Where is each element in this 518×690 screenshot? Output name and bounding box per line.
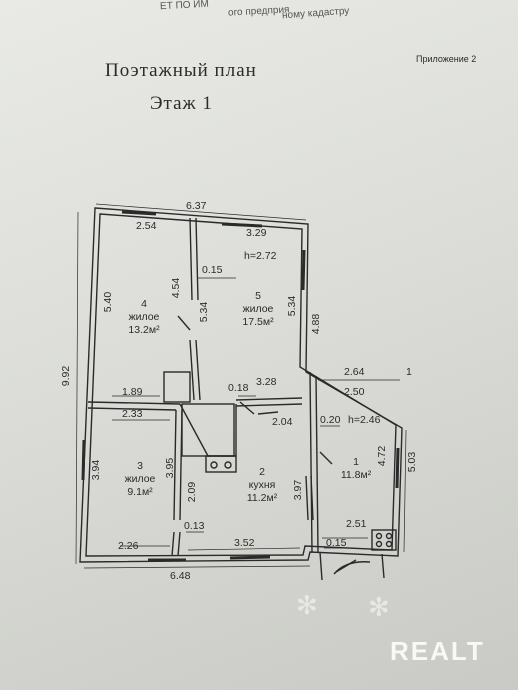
- partition: [235, 403, 303, 407]
- partition: [195, 217, 199, 301]
- dim-annex-thk: 0.20: [320, 414, 341, 426]
- dim-bottom-total: 6.48: [170, 570, 191, 582]
- partition: [189, 339, 195, 401]
- sink-drain: [375, 532, 383, 540]
- dim-stair: 2.04: [272, 416, 293, 428]
- door-swing: [333, 561, 371, 575]
- dim-r2-bottom: 3.52: [234, 537, 255, 549]
- dim-top-total: 6.37: [186, 200, 207, 212]
- partition: [87, 407, 177, 411]
- window: [81, 439, 86, 481]
- stair: [179, 403, 237, 457]
- partition: [173, 409, 177, 521]
- window: [121, 210, 157, 216]
- dim-r5-right: 5.34: [286, 295, 299, 317]
- partition: [189, 217, 193, 301]
- dim-r3-thk: 0.13: [184, 520, 205, 532]
- door-swing: [257, 411, 279, 415]
- sink-drain: [385, 532, 393, 540]
- dim-r4-top: 2.54: [136, 220, 157, 232]
- partition: [177, 531, 181, 557]
- annex-label: 1: [406, 366, 412, 378]
- dim-r4-left: 5.40: [102, 291, 115, 313]
- page-title: Поэтажный план: [105, 60, 257, 81]
- dim-r3-left: 3.94: [90, 459, 103, 481]
- partition: [305, 475, 309, 521]
- oven: [181, 403, 235, 457]
- floor-label: Этаж 1: [150, 93, 213, 114]
- door-swing: [177, 315, 191, 331]
- watermark-logo: REALT: [390, 636, 485, 666]
- door-swing: [319, 451, 333, 465]
- height-annex: h=2.46: [348, 414, 381, 426]
- partition: [195, 339, 201, 401]
- dim-r3-bottom: 2.26: [118, 540, 139, 552]
- stove-burner: [224, 461, 232, 469]
- dim-outer-right: 4.88: [310, 313, 323, 335]
- sink: [371, 529, 397, 551]
- watermark-mark: ✻: [296, 590, 318, 620]
- partition: [179, 409, 183, 521]
- partition: [87, 401, 181, 405]
- partition: [235, 397, 303, 401]
- dim-annex-inner-top: 2.50: [344, 386, 365, 398]
- window: [229, 555, 271, 560]
- dim-annex-top: 2.64: [344, 366, 365, 378]
- chimney: [163, 371, 191, 403]
- dim-annex-bottom: 2.51: [346, 518, 367, 530]
- dim-left-total: 9.92: [60, 365, 73, 387]
- window: [221, 222, 263, 228]
- dim-r5-left: 5.34: [198, 301, 211, 323]
- dim-r5-bottom: 3.28: [256, 376, 277, 388]
- dim-r5-top: 3.29: [246, 227, 267, 239]
- sink-drain: [375, 540, 383, 548]
- dim-outer-thk: 0.15: [326, 537, 347, 549]
- dimension-line: [403, 429, 407, 553]
- partition: [310, 475, 314, 521]
- annex-wall: [315, 375, 319, 553]
- dim-r4-partition: 4.54: [170, 277, 183, 299]
- door-swing: [239, 401, 255, 415]
- entry-step: [319, 551, 323, 581]
- dimension-line: [95, 203, 307, 221]
- height-main: h=2.72: [244, 250, 277, 262]
- dim-mid-thk: 0.18: [228, 382, 249, 394]
- dimension-line: [187, 547, 301, 551]
- stove: [205, 455, 237, 473]
- watermark-mark: ✻: [368, 592, 390, 622]
- dim-annex-outer: 5.03: [406, 451, 419, 473]
- dim-r4-bottom: 1.89: [122, 386, 143, 398]
- window: [395, 447, 400, 489]
- dimension-line: [83, 565, 311, 569]
- dim-r2-right: 3.97: [292, 479, 305, 501]
- sink-drain: [385, 540, 393, 548]
- dim-r3-small: 2.09: [186, 481, 199, 503]
- window: [301, 249, 306, 291]
- door-swing: [335, 559, 357, 573]
- appendix-label: Приложение 2: [416, 54, 477, 64]
- dim-r4-partition-thk: 0.15: [202, 264, 223, 276]
- annex-wall: [309, 371, 313, 553]
- entry-step: [381, 553, 385, 579]
- dim-r3-top: 2.33: [122, 408, 143, 420]
- stove-burner: [210, 461, 218, 469]
- dimension-line: [75, 211, 79, 565]
- partition: [171, 531, 175, 557]
